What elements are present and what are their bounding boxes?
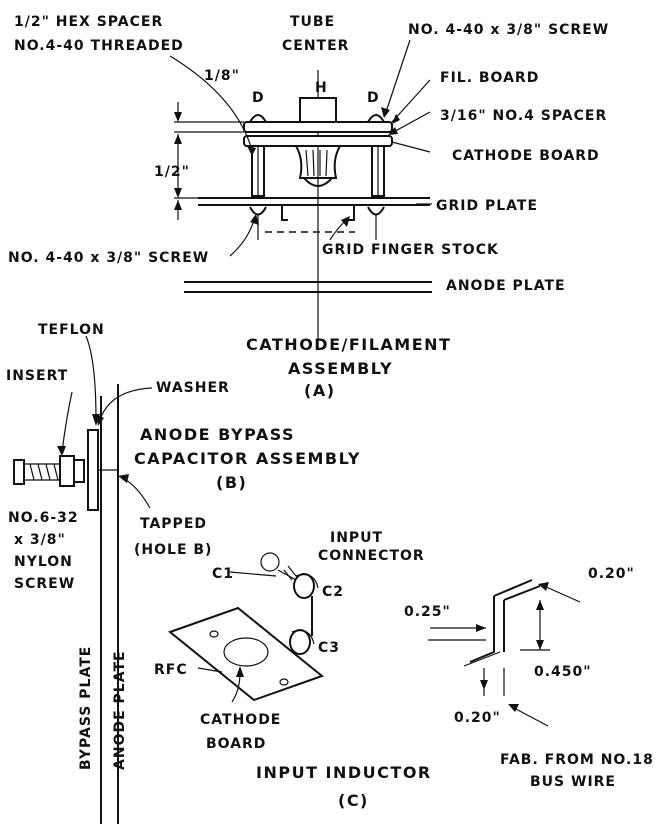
d-screw-head-right bbox=[367, 114, 385, 123]
inductor-bend-detail bbox=[428, 579, 581, 727]
finger-stock-left bbox=[281, 205, 288, 221]
tube-body bbox=[294, 145, 342, 179]
label-rfc: RFC bbox=[154, 662, 188, 678]
label-input-connector-1: INPUT bbox=[330, 530, 383, 546]
tube-tip bbox=[303, 177, 333, 187]
label-grid-plate: GRID PLATE bbox=[436, 198, 538, 214]
label-bypass-plate: BYPASS PLATE bbox=[78, 646, 94, 770]
label-dim-0450: 0.450" bbox=[534, 664, 592, 680]
title-a-line1: CATHODE/FILAMENT bbox=[246, 335, 451, 354]
c2-capacitor bbox=[293, 573, 315, 599]
title-b-line3: (B) bbox=[216, 473, 247, 492]
label-d-right: D bbox=[367, 90, 380, 106]
leader-tapped bbox=[121, 477, 151, 509]
leader-c1 bbox=[229, 571, 277, 577]
label-tapped-2: (HOLE B) bbox=[134, 542, 212, 558]
leader-washer bbox=[99, 387, 153, 421]
label-fil-board: FIL. BOARD bbox=[440, 70, 539, 86]
label-tube-center-line1: TUBE bbox=[290, 14, 335, 30]
leader-screw-bottom bbox=[229, 219, 255, 257]
label-cathode-board-c-2: BOARD bbox=[206, 736, 266, 752]
label-washer: WASHER bbox=[156, 380, 230, 396]
label-screw-bottom: NO. 4-40 x 3/8" SCREW bbox=[8, 250, 209, 266]
label-insert: INSERT bbox=[6, 368, 68, 384]
title-b-line2: CAPACITOR ASSEMBLY bbox=[134, 449, 361, 468]
label-nylon-2: x 3/8" bbox=[14, 532, 66, 548]
teflon-sheet bbox=[87, 429, 99, 511]
title-a-line2: ASSEMBLY bbox=[288, 359, 393, 378]
cathode-board-plate bbox=[167, 606, 325, 702]
leader-hex-spacer bbox=[169, 55, 253, 151]
label-fab-1: FAB. FROM NO.18 bbox=[500, 752, 654, 768]
label-dim-020-bottom: 0.20" bbox=[454, 710, 501, 726]
label-anode-plate: ANODE PLATE bbox=[446, 278, 566, 294]
title-b-line1: ANODE BYPASS bbox=[140, 425, 295, 444]
label-dim-18: 1/8" bbox=[204, 68, 240, 84]
title-a-line3: (A) bbox=[304, 381, 336, 400]
label-spacer-316: 3/16" NO.4 SPACER bbox=[440, 108, 607, 124]
label-hex-spacer-line2: NO.4-40 THREADED bbox=[14, 38, 184, 54]
cathode-filament-assembly bbox=[169, 39, 432, 340]
label-tapped-1: TAPPED bbox=[140, 516, 207, 532]
tube-hole bbox=[223, 637, 269, 667]
label-tube-center-line2: CENTER bbox=[282, 38, 349, 54]
label-nylon-1: NO.6-32 bbox=[8, 510, 79, 526]
anode-bypass-assembly bbox=[13, 335, 153, 824]
title-c-line2: (C) bbox=[338, 791, 369, 810]
washer bbox=[73, 459, 85, 483]
label-dim-025: 0.25" bbox=[404, 604, 451, 620]
label-nylon-4: SCREW bbox=[14, 576, 75, 592]
inductor-wire bbox=[469, 579, 533, 663]
inductor-wire-inner bbox=[503, 585, 541, 652]
label-dim-020-top: 0.20" bbox=[588, 566, 635, 582]
bottom-screw-left bbox=[249, 206, 267, 216]
label-h: H bbox=[315, 80, 328, 96]
label-c3: C3 bbox=[318, 640, 340, 656]
leader-insert bbox=[61, 391, 73, 453]
c3-capacitor bbox=[289, 629, 311, 655]
nylon-screw-head bbox=[13, 459, 25, 485]
label-screw-top: NO. 4-40 x 3/8" SCREW bbox=[408, 22, 609, 38]
label-hex-spacer-line1: 1/2" HEX SPACER bbox=[14, 14, 163, 30]
c1-capacitor bbox=[283, 565, 297, 581]
label-dim-12: 1/2" bbox=[154, 164, 190, 180]
label-input-connector-2: CONNECTOR bbox=[318, 548, 425, 564]
label-cathode-board-c-1: CATHODE bbox=[200, 712, 281, 728]
finger-stock-right bbox=[348, 205, 355, 221]
cathode-board bbox=[243, 135, 393, 147]
label-nylon-3: NYLON bbox=[14, 554, 73, 570]
d-screw-head-left bbox=[249, 114, 267, 123]
title-c-line1: INPUT INDUCTOR bbox=[256, 763, 432, 782]
label-cathode-board: CATHODE BOARD bbox=[452, 148, 600, 164]
label-d-left: D bbox=[252, 90, 265, 106]
label-c1: C1 bbox=[212, 566, 234, 582]
label-grid-finger: GRID FINGER STOCK bbox=[322, 242, 499, 258]
input-connector bbox=[260, 552, 280, 572]
filament-board bbox=[243, 121, 393, 133]
leader-screw-top bbox=[385, 39, 411, 113]
label-teflon: TEFLON bbox=[38, 322, 105, 338]
leader-teflon bbox=[85, 335, 97, 421]
label-fab-2: BUS WIRE bbox=[530, 774, 616, 790]
input-inductor-assembly bbox=[167, 552, 325, 703]
bottom-screw-right bbox=[367, 206, 385, 216]
insert bbox=[59, 455, 75, 487]
label-anode-plate-vertical: ANODE PLATE bbox=[112, 650, 128, 770]
label-c2: C2 bbox=[322, 584, 344, 600]
